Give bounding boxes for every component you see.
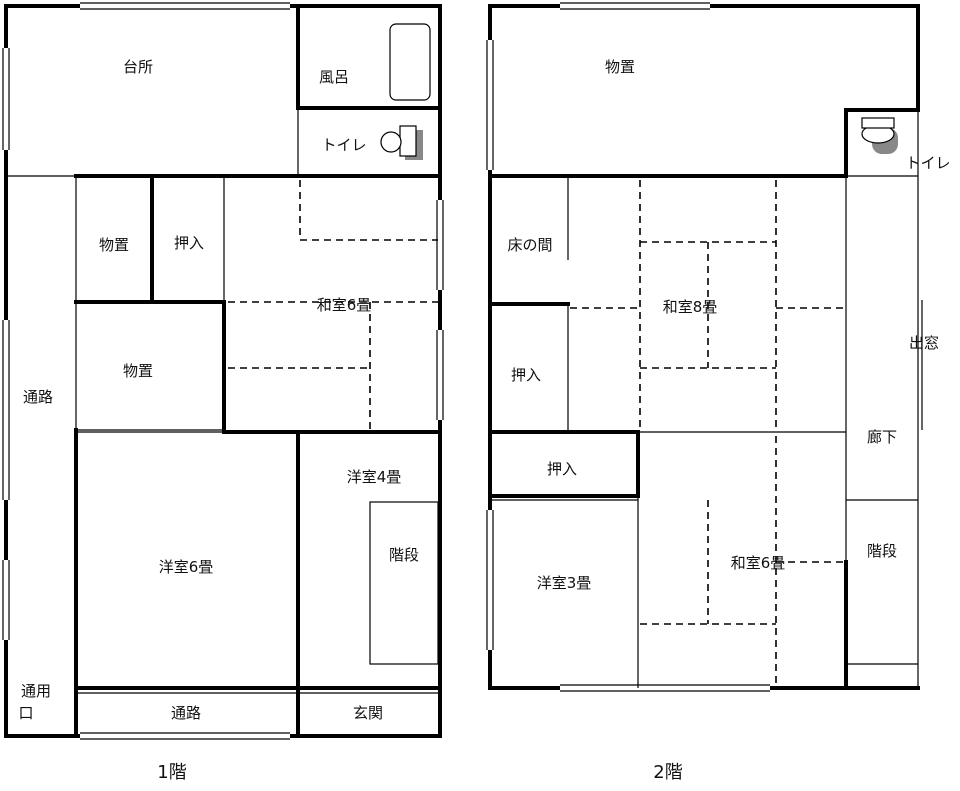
room-passage-bottom-label: 通路 bbox=[171, 704, 201, 722]
room-kitchen-label: 台所 bbox=[123, 58, 153, 76]
room-closet-label: 押入 bbox=[174, 234, 204, 252]
room-washitsu6-label: 和室6畳 bbox=[731, 554, 786, 572]
room-tokonoma-label: 床の間 bbox=[507, 236, 552, 254]
room-bath-label: 風呂 bbox=[319, 68, 349, 86]
room-storage-label: 物置 bbox=[605, 58, 635, 76]
bathtub-icon bbox=[389, 23, 431, 101]
room-stairs-label: 階段 bbox=[867, 542, 897, 560]
room-storage-a-label: 物置 bbox=[99, 236, 129, 254]
room-closet-a-label: 押入 bbox=[511, 366, 541, 384]
room-washitsu6-label: 和室6畳 bbox=[317, 296, 372, 314]
room-service-entrance-label-2: 口 bbox=[18, 704, 33, 722]
room-washitsu8-label: 和室8畳 bbox=[663, 298, 718, 316]
toilet-icon bbox=[861, 117, 898, 154]
room-stairs-label: 階段 bbox=[389, 546, 419, 564]
room-service-entrance-label-1: 通用 bbox=[21, 682, 51, 700]
room-youshitsu6-label: 洋室6畳 bbox=[159, 558, 214, 576]
floor-2-title: 2階 bbox=[653, 762, 682, 783]
room-closet-b-label: 押入 bbox=[547, 460, 577, 478]
room-passage-left-label: 通路 bbox=[23, 388, 53, 406]
floor-2-top-wall bbox=[488, 4, 920, 112]
floor-2-plan: 物置 トイレ 床の間 和室8畳 出窓 押入 廊下 押入 階段 和室6畳 洋室3畳… bbox=[486, 2, 951, 783]
room-storage-b-label: 物置 bbox=[123, 362, 153, 380]
room-toilet-label: トイレ bbox=[321, 136, 366, 154]
room-entrance-label: 玄関 bbox=[353, 704, 383, 722]
toilet-icon bbox=[380, 125, 423, 160]
room-youshitsu3-label: 洋室3畳 bbox=[537, 574, 592, 592]
room-youshitsu4-label: 洋室4畳 bbox=[347, 468, 402, 486]
room-toilet-label: トイレ bbox=[905, 154, 950, 172]
floor-1-plan: 台所 風呂 トイレ 物置 押入 和室6畳 物置 通路 洋室4畳 階段 洋室6畳 … bbox=[2, 2, 444, 783]
floor-1-title: 1階 bbox=[157, 762, 186, 783]
room-bay-window-label: 出窓 bbox=[909, 334, 939, 352]
room-hallway-label: 廊下 bbox=[867, 428, 897, 446]
